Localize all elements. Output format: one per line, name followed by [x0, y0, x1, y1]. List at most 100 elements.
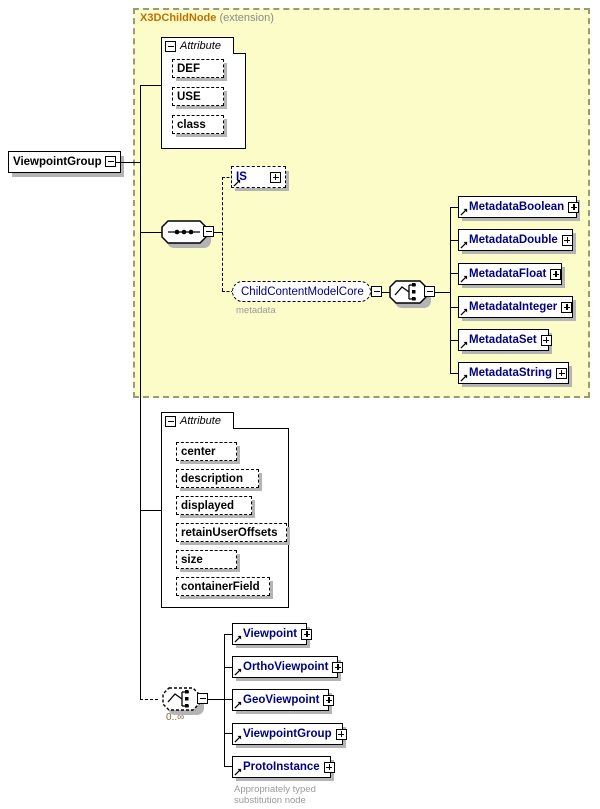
- own-attr-branch-line: [140, 510, 162, 512]
- geoviewpoint-shadow: [236, 710, 332, 714]
- attr-use[interactable]: USE: [172, 87, 224, 106]
- node-viewpoint-label: Viewpoint: [243, 628, 298, 640]
- viewpoint-branch-4: [224, 766, 233, 768]
- node-metadataset-label: MetadataSet: [469, 334, 537, 346]
- sequence-branch-line: [140, 231, 162, 233]
- node-childcontentmodelcore[interactable]: ChildContentModelCore: [232, 281, 371, 302]
- attr-displayed-shadow: [180, 514, 255, 518]
- own-attribute-group-collapse-icon[interactable]: [165, 415, 176, 427]
- attr-description[interactable]: description: [176, 469, 259, 488]
- viewpoint-branch-1: [224, 667, 233, 669]
- attr-containerfield[interactable]: containerField: [176, 577, 270, 596]
- metadata-branch-2: [450, 273, 459, 275]
- is-node-shadow-right: [285, 171, 289, 191]
- node-viewpointgroup-label: ViewpointGroup: [243, 728, 332, 740]
- node-geoviewpoint-expand-icon[interactable]: [323, 694, 335, 706]
- attr-size-label: size: [181, 553, 203, 566]
- attr-def[interactable]: DEF: [172, 59, 224, 78]
- node-metadataboolean-expand-icon[interactable]: [568, 201, 580, 213]
- attr-description-shadow: [180, 487, 262, 491]
- metadataset-shadow: [462, 350, 552, 354]
- metadatafloat-shadow-right: [561, 267, 565, 288]
- viewpoint-shadow: [236, 644, 310, 648]
- viewpoint-choice-icon[interactable]: [162, 687, 200, 711]
- viewpoint-branch-3: [224, 733, 233, 735]
- node-viewpoint[interactable]: Viewpoint: [232, 623, 313, 645]
- root-trunk-vertical: [140, 85, 142, 699]
- attr-retainuseroffsets-label: retainUserOffsets: [181, 526, 278, 539]
- node-metadatainteger-expand-icon[interactable]: [561, 301, 573, 313]
- protoinstance-shadow: [236, 777, 334, 781]
- node-metadatadouble[interactable]: MetadataDouble: [458, 229, 573, 251]
- node-viewpoint-expand-icon[interactable]: [301, 628, 313, 640]
- viewpoint-choice-cardinality: 0..∞: [166, 712, 185, 723]
- base-attribute-group-title: Attribute: [180, 40, 221, 52]
- attr-containerfield-label: containerField: [181, 580, 260, 593]
- attr-containerfield-shadow-right: [269, 581, 273, 599]
- root-element-shadow-right: [119, 156, 124, 177]
- metadatafloat-shadow: [462, 284, 565, 288]
- node-protoinstance[interactable]: ProtoInstance: [232, 756, 335, 778]
- viewpoint-choice-dashed-spine: [140, 510, 141, 699]
- metadatastring-shadow: [462, 383, 572, 387]
- attr-retainuseroffsets-shadow: [180, 541, 290, 545]
- metadata-branch-3: [450, 307, 459, 309]
- root-element-collapse-icon[interactable]: [105, 156, 116, 167]
- viewpoint-choice-out-line: [207, 698, 225, 700]
- metadatainteger-shadow-right: [572, 300, 576, 321]
- attr-center[interactable]: center: [176, 442, 237, 461]
- attr-use-label: USE: [177, 90, 201, 103]
- sequence-icon[interactable]: [161, 220, 207, 244]
- node-geoviewpoint[interactable]: GeoViewpoint: [232, 689, 335, 711]
- attr-use-shadow: [176, 105, 227, 109]
- base-attribute-group-header[interactable]: Attribute: [161, 37, 234, 54]
- node-viewpointgroup-expand-icon[interactable]: [335, 728, 347, 740]
- orthoviewpoint-shadow: [236, 677, 341, 681]
- root-element-viewpointgroup[interactable]: ViewpointGroup: [8, 151, 121, 173]
- node-metadatafloat[interactable]: MetadataFloat: [458, 263, 562, 285]
- node-orthoviewpoint[interactable]: OrthoViewpoint: [232, 656, 344, 678]
- attr-size[interactable]: size: [176, 550, 237, 569]
- childcontentmodelcore-out-line: [382, 291, 390, 293]
- node-viewpointgroup[interactable]: ViewpointGroup: [232, 723, 347, 745]
- own-attribute-group-header[interactable]: Attribute: [161, 412, 234, 429]
- attr-displayed-shadow-right: [251, 500, 255, 518]
- node-is-expand-icon[interactable]: [270, 171, 281, 183]
- attr-def-shadow: [176, 77, 227, 81]
- attr-class[interactable]: class: [172, 115, 224, 134]
- node-metadatadouble-label: MetadataDouble: [469, 234, 558, 246]
- childcontentmodelcore-collapse-icon[interactable]: [371, 286, 382, 297]
- childcontentmodelcore-branch-line: [222, 291, 234, 292]
- viewpoint-choice-dashed-line: [140, 699, 158, 700]
- attr-description-shadow-right: [258, 473, 262, 491]
- base-attribute-group-collapse-icon[interactable]: [165, 40, 176, 52]
- node-metadatainteger[interactable]: MetadataInteger: [458, 296, 573, 318]
- metadata-choice-icon[interactable]: [389, 280, 427, 304]
- metadata-branch-0: [450, 207, 459, 209]
- metadatadouble-shadow-right: [572, 233, 576, 254]
- attr-displayed[interactable]: displayed: [176, 496, 252, 515]
- attr-retainuseroffsets[interactable]: retainUserOffsets: [176, 523, 287, 542]
- attr-def-shadow-right: [223, 63, 227, 81]
- node-metadataboolean[interactable]: MetadataBoolean: [458, 196, 580, 218]
- attr-size-shadow: [180, 568, 240, 572]
- node-metadataset[interactable]: MetadataSet: [458, 329, 552, 351]
- attr-def-label: DEF: [177, 62, 200, 75]
- viewpoint-substitution-caption-line1: Appropriately typed: [234, 784, 316, 795]
- node-metadatastring[interactable]: MetadataString: [458, 362, 569, 384]
- attr-center-label: center: [181, 445, 216, 458]
- node-is[interactable]: IS: [231, 166, 286, 188]
- node-protoinstance-expand-icon[interactable]: [323, 761, 335, 773]
- node-orthoviewpoint-expand-icon[interactable]: [332, 661, 344, 673]
- sequence-out-line: [213, 231, 223, 233]
- attr-class-shadow: [176, 133, 227, 137]
- node-metadataset-expand-icon[interactable]: [540, 334, 552, 346]
- node-metadatafloat-expand-icon[interactable]: [550, 268, 562, 280]
- extension-panel-title: X3DChildNode (extension): [140, 12, 274, 24]
- node-childcontentmodelcore-label: ChildContentModelCore: [241, 285, 364, 298]
- viewpointgroup-child-shadow: [236, 744, 346, 748]
- node-metadatastring-expand-icon[interactable]: [556, 367, 568, 379]
- node-metadatadouble-expand-icon[interactable]: [561, 234, 573, 246]
- metadata-branch-4: [450, 340, 459, 342]
